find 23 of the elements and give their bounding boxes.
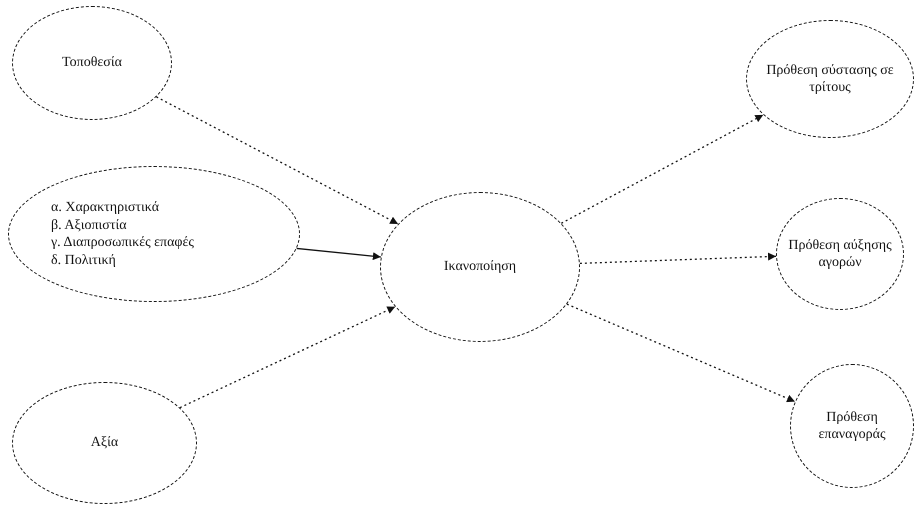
node-text: Αξία [90,434,118,452]
node-text: Πρόθεση επαναγοράς [818,408,886,444]
arrow [180,306,396,408]
arrow [580,252,776,264]
ellipse-node [8,166,300,302]
arrow [566,304,796,402]
node-text: Πρόθεση αύξησης αγορών [788,236,892,272]
arrow [296,248,381,260]
ellipse-node [746,20,914,138]
node-text: δ. Πολιτική [51,252,116,269]
node-text: α. Χαρακτηριστικά [51,199,160,216]
ellipse-node [12,382,197,504]
node-text: β. Αξιοπιστία [51,216,127,234]
arrow [561,114,764,224]
ellipse-node [380,192,580,342]
ellipse-node [776,198,904,310]
ellipse-node [790,364,914,488]
arrow [156,96,398,225]
node-text: Ικανοποίηση [444,258,516,276]
ellipse-node [12,6,172,120]
node-text: γ. Διαπροσωπικές επαφές [51,234,194,252]
node-text: Τοποθεσία [62,54,122,72]
node-text: Πρόθεση σύστασης σε τρίτους [765,62,895,96]
